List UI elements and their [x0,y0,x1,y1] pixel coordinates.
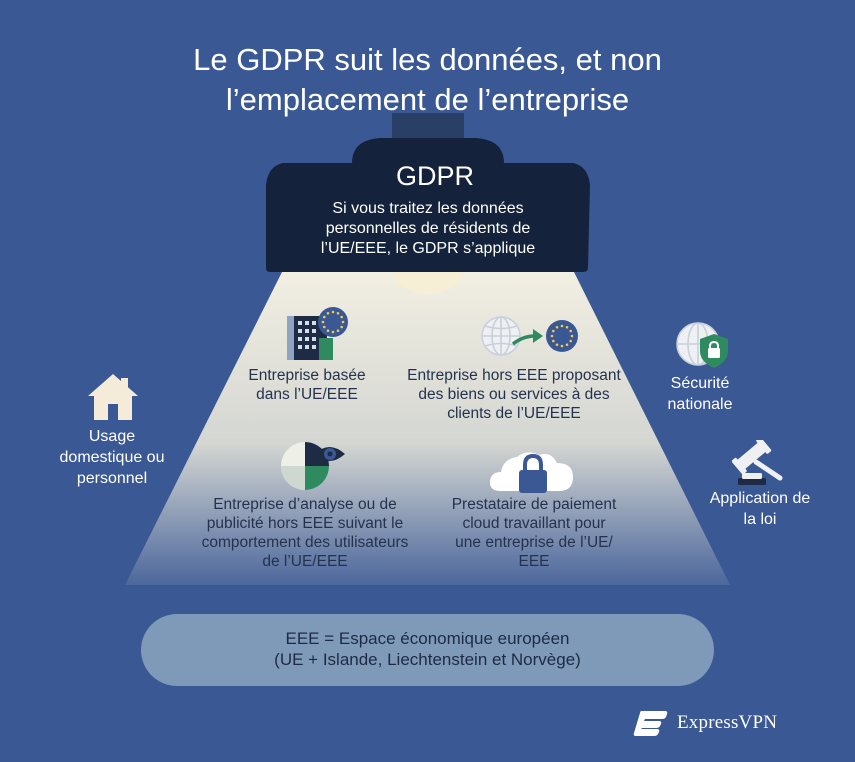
item-line: des biens ou services à des [418,386,610,403]
item-line: une entreprise de l’UE/ [455,534,613,551]
eea-legend-text: EEE = Espace économique européen (UE + I… [141,628,714,670]
item-national-security: Sécurité nationale [640,373,760,415]
globe-shield-icon [676,322,728,368]
item-law-enforcement: Application de la loi [690,488,830,530]
house-icon [88,374,138,420]
eu-building-icon [287,307,348,360]
eea-legend-pill [141,614,714,686]
page-title: Le GDPR suit les données, et non l’empla… [0,40,855,120]
gdpr-heading: GDPR [395,161,474,191]
item-line: clients de l’UE/EEE [447,405,581,422]
brand-name: ExpressVPN [677,712,778,733]
cloud-lock-icon [489,452,573,493]
gdpr-description: Si vous traitez les données personnelles… [283,199,573,259]
item-household-use: Usage domestique ou personnel [42,426,182,489]
lamp-shade [266,138,590,272]
gdpr-line-1: Si vous traitez les données [332,200,524,217]
analytics-eye-icon [281,442,345,490]
item-line: cloud travaillant pour [462,515,606,532]
item-line: comportement des utilisateurs [201,534,409,551]
item-line: EEE [518,553,550,570]
light-beam [125,270,730,585]
gdpr-line-2: personnelles de résidents de [325,220,531,237]
item-line: de l’UE/EEE [262,553,348,570]
item-line: Sécurité [670,375,730,392]
item-line: domestique ou [59,449,165,466]
item-line: dans l’UE/EEE [256,386,358,403]
item-line: Entreprise hors EEE proposant [407,367,621,384]
item-cloud-provider: Prestataire de paiement cloud travaillan… [434,495,634,571]
item-line: Usage [88,428,136,445]
item-eu-company: Entreprise basée dans l’UE/EEE [232,366,382,404]
item-line: publicité hors EEE suivant le [206,515,404,532]
legend-line-2: (UE + Islande, Liechtenstein et Norvège) [274,650,581,669]
gdpr-line-3: l’UE/EEE, le GDPR s’applique [320,240,536,257]
item-analytics-company: Entreprise d’analyse ou de publicité hor… [183,495,427,571]
item-line: Entreprise basée [248,367,366,384]
item-line: Application de [709,490,811,507]
globe-to-eu-icon [481,316,578,356]
gavel-icon [732,440,783,485]
item-line: Entreprise d’analyse ou de [213,496,397,513]
item-line: Prestataire de paiement [451,496,617,513]
item-line: nationale [667,396,733,413]
brand: ExpressVPN [633,708,777,738]
item-line: la loi [743,511,777,528]
expressvpn-logo-icon [633,711,668,736]
item-non-eea-seller: Entreprise hors EEE proposant des biens … [394,366,634,423]
item-line: personnel [76,470,148,487]
legend-line-1: EEE = Espace économique européen [285,629,570,648]
title-line-2: l’emplacement de l’entreprise [225,82,630,117]
title-line-1: Le GDPR suit les données, et non [193,42,662,77]
